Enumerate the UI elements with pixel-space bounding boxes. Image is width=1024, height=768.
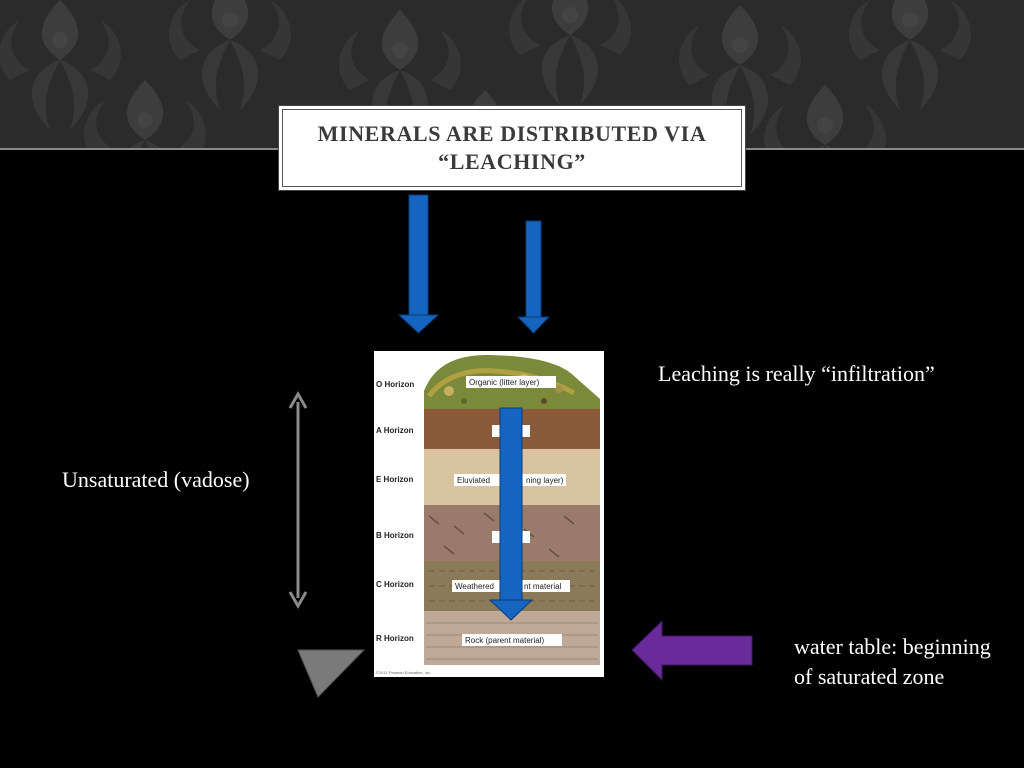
soil-profile-drawing: O Horizon A Horizon E Horizon B Horizon … [376,355,600,675]
layer-label: Rock (parent material) [465,636,544,645]
leaching-note: Leaching is really “infiltration” [658,361,935,386]
layer-tag [492,425,530,437]
title-frame [282,109,742,187]
unsaturated-label: Unsaturated (vadose) [62,467,250,492]
layer-label: ning layer) [526,476,564,485]
layer-label: Organic (litter layer) [469,378,540,387]
layer-label: Weathered [455,582,494,591]
horizon-label: A Horizon [376,426,414,435]
layer-tag [462,634,562,646]
infiltration-arrow-left [397,194,440,334]
infiltration-arrow-right [516,220,551,334]
title-box: MINERALS ARE DISTRIBUTED VIA “LEACHING” [278,105,746,191]
layer-tag [466,376,556,388]
horizon-label: R Horizon [376,634,414,643]
vadose-range-arrow [288,390,308,610]
layer-label: Eluviated [457,476,490,485]
horizon-label: O Horizon [376,380,414,389]
horizon-label: B Horizon [376,531,414,540]
water-table-line-2: of saturated zone [794,664,945,689]
soil-profile-figure: O Horizon A Horizon E Horizon B Horizon … [374,351,604,677]
layer-label: nt material [524,582,562,591]
down-triangle-icon [297,649,366,698]
title-line-2: “LEACHING” [438,149,586,174]
slide-title: MINERALS ARE DISTRIBUTED VIA “LEACHING” [304,120,721,176]
figure-credit: ©2011 Pearson Education, Inc. [376,670,431,675]
horizon-label: C Horizon [376,580,414,589]
title-line-1: MINERALS ARE DISTRIBUTED VIA [317,121,707,146]
water-table-line-1: water table: beginning [794,634,991,659]
water-table-arrow [631,619,753,682]
layer-tag [492,531,530,543]
horizon-label: E Horizon [376,475,413,484]
